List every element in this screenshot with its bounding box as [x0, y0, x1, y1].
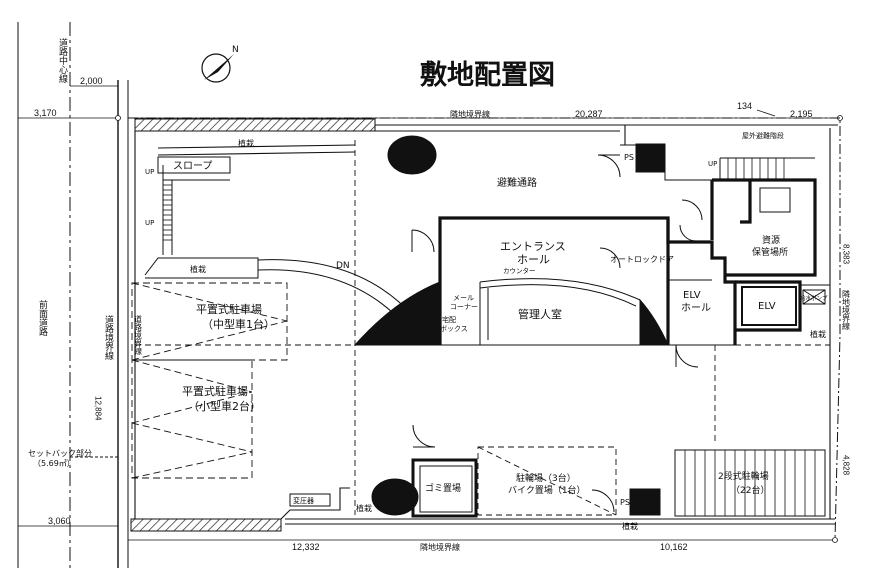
entrance-hall-label-1: エントランス — [500, 240, 566, 253]
parking1-label-2: （中型車1台） — [202, 317, 275, 331]
delivery-box-label-2: ボックス — [440, 325, 468, 333]
bicycle-label-1: 駐輪場（3台） — [516, 472, 576, 484]
walls — [134, 124, 838, 525]
adjacent-top-label: 隣地境界線 — [450, 109, 490, 119]
parking2-label-2: （小型車2台） — [188, 399, 261, 413]
bicycle2-label-2: （22台） — [731, 484, 769, 496]
mail-corner-label-2: コーナー — [450, 303, 478, 311]
adjacent-right-label: 隣地境界線 — [842, 289, 851, 330]
up1-label: UP — [145, 168, 154, 176]
resource-label-2: 保管場所 — [752, 246, 788, 258]
bottom-rooms — [289, 446, 826, 518]
road-boundary2-label: 道路境界線 — [134, 314, 143, 355]
planting-bottom-left-label: 植栽 — [356, 503, 372, 513]
parking-outline — [135, 140, 830, 515]
bicycle-label-2: バイク置場（1台） — [508, 484, 586, 496]
water-pump-label: 給水ポンプ — [800, 294, 828, 302]
black-fills — [353, 135, 669, 516]
hatch-top — [134, 118, 376, 132]
building-inner — [411, 144, 830, 513]
outdoor-stair-label: 屋外避難階段 — [742, 131, 784, 140]
transformer-label: 変圧器 — [293, 496, 314, 505]
dim-3060: 3,060 — [48, 516, 71, 526]
slope-stairs — [144, 156, 259, 279]
dim-134: 134 — [737, 101, 752, 111]
adjacent-bottom-label: 隣地境界線 — [420, 542, 460, 552]
bicycle2-label-1: 2段式駐輪場 — [718, 470, 769, 482]
svg-text:N: N — [232, 45, 239, 55]
dim-3170: 3,170 — [34, 108, 57, 118]
north-arrow-icon: N — [201, 45, 239, 83]
planting-bottom-label: 植栽 — [622, 521, 638, 531]
road-boundary-label: 道路境界線 — [103, 314, 114, 360]
front-road-label: 前面道路 — [37, 299, 48, 337]
ps-top-label: PS — [624, 153, 634, 162]
dim-12332: 12,332 — [292, 542, 320, 552]
hatch-bottom — [130, 518, 282, 532]
dim-8383: 8,383 — [842, 244, 851, 265]
entrance-hall-label-2: ホール — [517, 253, 550, 266]
dim-2000: 2,000 — [80, 76, 103, 86]
resource-label-1: 資源 — [762, 234, 780, 246]
garbage-label: ゴミ置場 — [425, 482, 461, 494]
dim-12884: 12,884 — [94, 396, 103, 421]
planting-top-label: 植栽 — [238, 138, 254, 148]
mail-corner-label-1: メール — [453, 294, 474, 302]
elv-label: ELV — [758, 301, 776, 312]
dim-4828: 4,828 — [842, 455, 851, 476]
horizontal-labels: 2,000 3,170 隣地境界線 20,287 134 2,195 植栽 屋外… — [28, 76, 828, 552]
slope-label: スロープ — [173, 160, 212, 172]
dim-10162: 10,162 — [660, 542, 688, 552]
up2-label: UP — [145, 219, 154, 227]
elv-hall-label-2: ホール — [681, 302, 711, 314]
road-lines — [17, 22, 129, 568]
dn-label: DN — [336, 261, 350, 271]
road-center-label: 道路中心線 — [57, 37, 68, 83]
dim-20287: 20,287 — [575, 109, 603, 119]
planting-right-label: 植栽 — [810, 329, 826, 339]
counter-label: カウンター — [503, 266, 536, 275]
setback-label-2: （5.69㎡） — [33, 459, 75, 468]
dim-2195: 2,195 — [790, 109, 813, 119]
parking1-label-1: 平置式駐車場 — [196, 302, 262, 316]
up3-label: UP — [708, 160, 717, 168]
parking-bays — [131, 282, 288, 479]
delivery-box-label-1: 宅配 — [442, 315, 456, 324]
evac-path-label: 避難通路 — [497, 176, 537, 189]
ps-bottom-label: PS — [620, 498, 630, 507]
elv-hall-label-1: ELV — [683, 290, 701, 301]
planting-mid-label: 植栽 — [190, 264, 206, 274]
parking2-label-1: 平置式駐車場 — [182, 384, 248, 398]
manager-room-label: 管理人室 — [518, 307, 562, 321]
setback-label-1: セットバック部分 — [28, 448, 92, 458]
site-boundary — [128, 117, 841, 541]
page-title: 敷地配置図 — [420, 59, 555, 91]
vertical-labels: 道路中心線 前面道路 道路境界線 道路境界線 隣地境界線 8,383 12,88… — [37, 37, 851, 476]
autolock-label: オートロックドア — [610, 255, 674, 264]
